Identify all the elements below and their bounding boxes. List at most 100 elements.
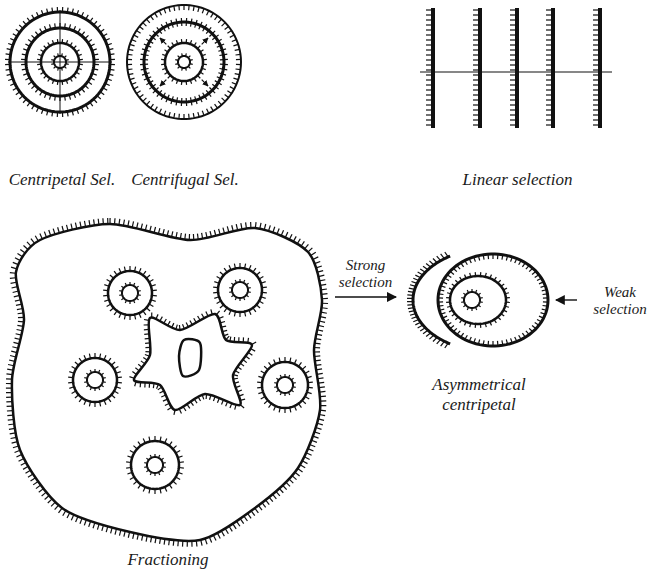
figure-stroke — [593, 94, 598, 95]
figure-stroke — [480, 324, 482, 328]
figure-stroke — [475, 307, 476, 310]
figure-stroke — [212, 37, 215, 39]
figure-stroke — [264, 366, 268, 369]
figure-stroke — [236, 54, 241, 56]
figure-stroke — [289, 479, 293, 483]
figure-stroke — [94, 21, 97, 25]
figure-stroke — [90, 78, 94, 80]
figure-stroke — [294, 406, 296, 411]
figure-stroke — [510, 94, 515, 95]
figure-stroke — [79, 358, 82, 362]
figure-stroke — [464, 292, 480, 308]
figure-stroke — [546, 114, 551, 115]
figure-stroke — [269, 497, 273, 502]
figure-stroke — [130, 44, 135, 46]
figure-stroke — [305, 371, 309, 374]
figure-stroke — [76, 50, 79, 52]
figure-stroke — [7, 369, 13, 370]
figure-stroke — [59, 23, 60, 28]
figure-stroke — [10, 12, 110, 112]
figure-stroke — [494, 320, 496, 323]
figure-stroke — [473, 99, 478, 100]
figure-stroke — [146, 73, 150, 74]
figure-stroke — [161, 39, 207, 85]
figure-stroke — [48, 78, 50, 81]
figure-stroke — [526, 331, 529, 335]
figure-stroke — [188, 5, 190, 10]
figure-stroke — [66, 63, 69, 65]
figure-stroke — [298, 469, 303, 472]
figure-stroke — [506, 256, 507, 261]
figure-stroke — [420, 269, 425, 272]
figure-stroke — [455, 280, 458, 283]
figure-stroke — [107, 43, 112, 45]
figure-stroke — [119, 268, 121, 273]
figure-stroke — [160, 38, 166, 44]
figure-outline — [398, 245, 560, 373]
figure-stroke — [143, 311, 146, 315]
figure-stroke — [426, 9, 431, 10]
figure-stroke — [168, 95, 170, 99]
figure-stroke — [409, 288, 415, 289]
figure-stroke — [593, 19, 598, 20]
figure-caption: Centripetal Sel. — [9, 170, 116, 190]
figure-stroke — [438, 293, 443, 295]
figure-stroke — [314, 347, 320, 349]
figure-stroke — [234, 382, 239, 383]
figure-stroke — [519, 335, 522, 339]
figure-stroke — [202, 68, 206, 69]
figure-stroke — [593, 59, 598, 60]
figure-stroke — [7, 74, 12, 75]
figure-stroke — [149, 488, 150, 493]
figure-stroke — [244, 516, 248, 521]
figure-stroke — [70, 43, 72, 46]
figure-stroke — [94, 59, 99, 61]
figure-stroke — [17, 330, 23, 331]
figure-stroke — [593, 49, 598, 50]
figure-stroke — [105, 83, 110, 85]
figure-stroke — [257, 357, 313, 413]
figure-stroke — [167, 230, 168, 236]
figure-stroke — [136, 286, 138, 288]
figure-stroke — [7, 414, 13, 416]
figure-stroke — [261, 282, 266, 284]
figure-stroke — [181, 81, 183, 85]
figure-stroke — [304, 457, 309, 460]
figure-stroke — [237, 390, 242, 392]
figure-stroke — [161, 64, 165, 66]
figure-stroke — [322, 298, 328, 300]
figure-stroke — [80, 222, 81, 228]
figure-stroke — [214, 282, 219, 284]
figure-stroke — [154, 473, 155, 476]
figure-stroke — [155, 537, 156, 543]
figure-stroke — [41, 50, 44, 52]
figure-stroke — [103, 290, 108, 292]
figure-stroke — [313, 257, 318, 260]
figure-stroke — [426, 94, 431, 95]
figure-stroke — [232, 282, 248, 298]
figure-stroke — [497, 341, 499, 346]
figure-stroke — [143, 23, 147, 26]
figure-stroke — [165, 439, 167, 444]
figure-stroke — [93, 54, 98, 55]
figure-stroke — [426, 10, 431, 125]
figure-stroke — [39, 489, 44, 493]
figure-stroke — [119, 313, 121, 318]
caption-group: Asymmetrical centripetal — [398, 375, 560, 414]
figure-stroke — [200, 50, 203, 52]
figure-stroke — [193, 113, 195, 118]
figure-stroke — [473, 49, 478, 50]
figure-stroke — [217, 277, 221, 280]
figure-stroke — [438, 254, 548, 346]
figure-stroke — [426, 64, 431, 65]
figure-stroke — [178, 456, 183, 458]
figure-stroke — [598, 8, 602, 128]
figure-stroke — [274, 374, 295, 396]
figure-stroke — [503, 288, 507, 290]
figure-stroke — [145, 68, 149, 70]
figure-stroke — [60, 10, 61, 114]
figure-stroke — [445, 343, 448, 348]
figure-stroke — [68, 353, 122, 407]
figure-stroke — [146, 536, 147, 542]
figure-stroke — [53, 229, 55, 235]
